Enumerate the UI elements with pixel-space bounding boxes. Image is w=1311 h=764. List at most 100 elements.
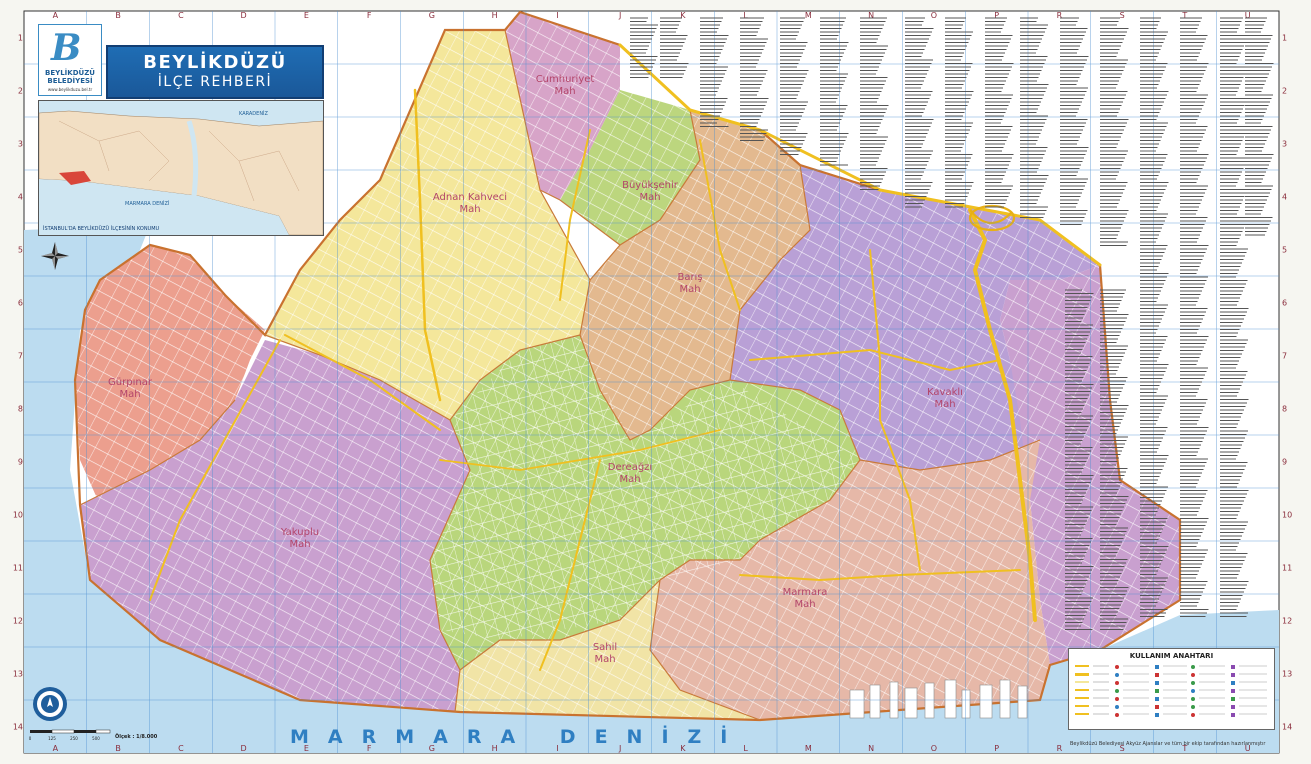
grid-column-label: M — [805, 11, 812, 20]
scale-tick-label: 125 — [48, 736, 56, 741]
neighborhood-label: Dereağzı — [608, 461, 652, 473]
grid-column-label: J — [618, 11, 621, 20]
legend-symbols — [1075, 665, 1267, 717]
scale-tick-label: 250 — [70, 736, 78, 741]
grid-column-label: E — [304, 744, 309, 753]
neighborhood-label: Gürpınar — [108, 377, 153, 388]
grid-row-label: 3 — [1282, 140, 1287, 149]
map-grid — [24, 11, 1279, 753]
grid-row-label: 8 — [18, 405, 23, 414]
grid-row-label: 11 — [13, 564, 23, 573]
grid-column-label: G — [429, 744, 435, 753]
neighborhood-label: Mah — [934, 399, 955, 410]
grid-column-label: U — [1245, 744, 1251, 753]
neighborhood-label: Mah — [289, 539, 310, 550]
inset-sea-south: MARMARA DENİZİ — [125, 201, 170, 207]
major-roads — [149, 43, 1102, 671]
neighborhood-label: Mah — [554, 86, 575, 97]
neighborhood-label: Yakuplu — [280, 527, 319, 538]
scale-bar — [30, 729, 111, 734]
grid-row-label: 5 — [18, 246, 23, 255]
grid-column-label: M — [805, 744, 812, 753]
inset-map-graphic — [39, 101, 323, 235]
grid-column-label: P — [994, 11, 999, 20]
grid-row-label: 7 — [18, 352, 23, 361]
grid-column-label: F — [367, 744, 372, 753]
grid-column-label: N — [868, 744, 874, 753]
grid-column-label: H — [492, 744, 498, 753]
compass-rose-icon — [41, 242, 69, 270]
page-subtitle: İLÇE REHBERİ — [157, 74, 273, 90]
logo-name-line1: BEYLİKDÜZÜ — [45, 69, 95, 77]
neighborhood-label: Mah — [794, 599, 815, 610]
legend-note: Beylikdüzü Belediyesi Akyüz Ajanslar ve … — [1070, 741, 1266, 747]
grid-column-label: I — [556, 744, 558, 753]
grid-row-label: 13 — [13, 670, 23, 679]
grid-row-label: 9 — [18, 458, 23, 467]
grid-column-label: K — [680, 11, 686, 20]
grid-column-label: J — [618, 744, 621, 753]
grid-row-label: 1 — [1282, 34, 1287, 43]
scale-ticks: 0 125 250 500 — [29, 736, 101, 741]
grid-column-label: T — [1181, 11, 1187, 20]
grid-column-label: L — [743, 11, 748, 20]
sea-label: MARMARA DENİZİ — [290, 726, 747, 748]
grid-column-label: T — [1181, 744, 1187, 753]
neighborhood-label: Barış — [677, 272, 702, 283]
title-banner: BEYLİKDÜZÜ İLÇE REHBERİ — [106, 45, 324, 99]
grid-row-label: 4 — [1282, 193, 1287, 202]
neighborhood-label: Kavaklı — [927, 387, 963, 398]
grid-column-label: A — [53, 11, 59, 20]
neighborhood-label: Mah — [594, 654, 615, 665]
grid-labels: AABBCCDDEEFFGGHHIIJJKKLLMMNNOOPPRRSSTTUU… — [13, 11, 1292, 753]
grid-column-label: S — [1120, 744, 1125, 753]
neighborhood-label: Mah — [119, 389, 140, 400]
page-title: BEYLİKDÜZÜ — [143, 52, 287, 73]
grid-row-label: 9 — [1282, 458, 1287, 467]
grid-column-label: L — [743, 744, 748, 753]
neighborhood-label: Büyükşehir — [622, 180, 679, 191]
logo-name: BEYLİKDÜZÜ BELEDİYESİ — [41, 69, 99, 85]
grid-column-label: D — [241, 744, 247, 753]
logo-letter: B — [51, 27, 82, 69]
scale-tick-label: 0 — [29, 736, 32, 741]
scale-tick-label: 500 — [92, 736, 100, 741]
grid-row-label: 4 — [18, 193, 23, 202]
grid-column-label: B — [115, 744, 121, 753]
neighborhood-label: Mah — [619, 474, 640, 485]
grid-row-label: 5 — [1282, 246, 1287, 255]
grid-column-label: U — [1245, 11, 1251, 20]
grid-row-label: 10 — [1282, 511, 1292, 520]
neighborhood-label: Cumhuriyet — [536, 74, 595, 85]
street-index — [630, 17, 1274, 630]
north-seal-icon — [33, 687, 67, 721]
grid-row-label: 6 — [18, 299, 23, 308]
map-legend: KULLANIM ANAHTARI — [1068, 648, 1275, 730]
grid-column-label: O — [931, 744, 937, 753]
grid-column-label: S — [1120, 11, 1125, 20]
grid-column-label: A — [53, 744, 59, 753]
grid-column-label: P — [994, 744, 999, 753]
grid-row-label: 6 — [1282, 299, 1287, 308]
grid-column-label: R — [1057, 11, 1063, 20]
grid-row-label: 2 — [18, 87, 23, 96]
scale-label: Ölçek : 1/8.000 — [115, 734, 158, 740]
grid-column-label: D — [241, 11, 247, 20]
grid-row-label: 7 — [1282, 352, 1287, 361]
grid-row-label: 14 — [13, 723, 23, 732]
grid-column-label: C — [178, 744, 184, 753]
grid-column-label: R — [1057, 744, 1063, 753]
grid-column-label: I — [556, 11, 558, 20]
neighborhood-label: Adnan Kahveci — [433, 192, 507, 203]
neighborhood-label: Mah — [639, 192, 660, 203]
neighborhood-label: Mah — [679, 284, 700, 295]
grid-row-label: 10 — [13, 511, 23, 520]
neighborhood-label: Mah — [459, 204, 480, 215]
grid-row-label: 12 — [1282, 617, 1292, 626]
grid-column-label: F — [367, 11, 372, 20]
grid-column-label: B — [115, 11, 121, 20]
grid-row-label: 13 — [1282, 670, 1292, 679]
grid-row-label: 14 — [1282, 723, 1292, 732]
municipality-logo: B BEYLİKDÜZÜ BELEDİYESİ www.beylikduzu.b… — [38, 24, 102, 96]
